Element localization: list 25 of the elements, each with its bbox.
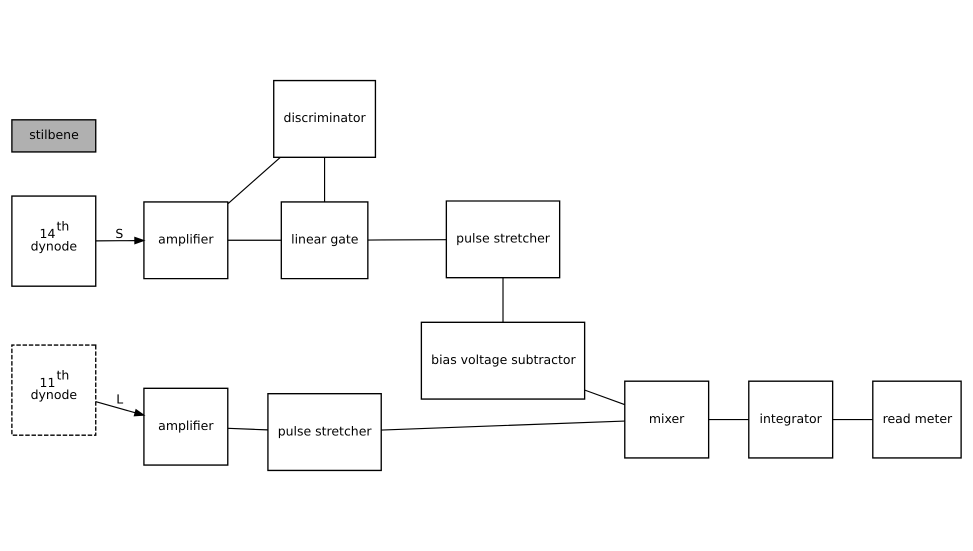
node-box: amplifier xyxy=(143,388,228,466)
connector xyxy=(227,156,281,204)
node-box: discriminator xyxy=(273,80,376,158)
node-box: pulse stretcher xyxy=(267,393,382,472)
connector xyxy=(832,419,872,420)
node-box: bias voltage subtractor xyxy=(420,322,586,400)
connector xyxy=(228,240,282,241)
connector xyxy=(228,428,268,430)
edge-label: L xyxy=(116,392,124,407)
edge-label: S xyxy=(115,226,124,241)
node-box: pulse stretcher xyxy=(446,200,560,278)
connector xyxy=(368,239,446,241)
arrow xyxy=(96,401,146,416)
connector xyxy=(324,158,326,202)
connector xyxy=(708,419,749,420)
node-box: mixer xyxy=(624,380,710,459)
connector xyxy=(381,420,625,431)
node-box: amplifier xyxy=(143,201,228,280)
node-box: stilbene xyxy=(11,119,96,153)
arrow xyxy=(96,236,146,245)
node-box: linear gate xyxy=(280,201,369,280)
node-box: read meter xyxy=(872,380,962,459)
connector xyxy=(584,390,625,406)
node-box: integrator xyxy=(748,380,834,459)
connector xyxy=(502,278,504,322)
